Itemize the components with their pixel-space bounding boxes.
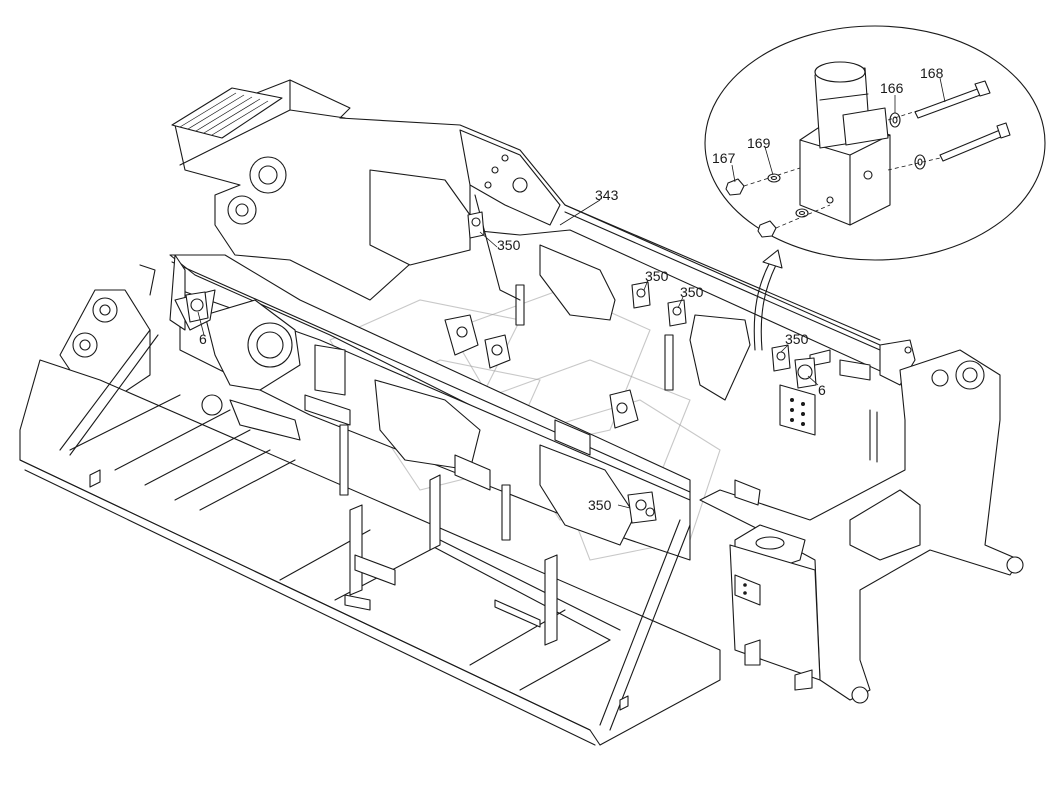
callout-6-b: 6 [818,382,826,398]
callout-labels: 343 350 350 350 350 350 6 6 167 169 166 … [199,65,944,513]
callout-350-d: 350 [785,331,809,347]
switch-350a [467,211,485,239]
bolt-168-top [914,80,991,119]
callout-343: 343 [595,187,619,203]
detail-arrow [753,249,783,351]
switch-350e [627,491,657,524]
switch-350c [667,299,687,327]
switch-350d [771,344,791,372]
callout-6-a: 6 [199,331,207,347]
base-frame [19,329,721,746]
sensor-switches [185,211,817,524]
callout-350-b: 350 [645,268,669,284]
callout-168: 168 [920,65,944,81]
item-6a [185,291,209,323]
upper-main-beam [171,79,916,401]
callout-166: 166 [880,80,904,96]
callout-350-c: 350 [680,284,704,300]
switch-350b [631,281,651,309]
item-6b [794,357,817,389]
leader-lines [197,77,946,509]
inner-brackets [304,184,674,611]
bolt-168-bottom [939,122,1011,162]
callout-169: 169 [747,135,771,151]
callout-350-e: 350 [588,497,612,513]
callout-167: 167 [712,150,736,166]
right-end-assembly [699,349,1024,704]
detail-bubble [704,25,1046,261]
callout-350-a: 350 [497,237,521,253]
